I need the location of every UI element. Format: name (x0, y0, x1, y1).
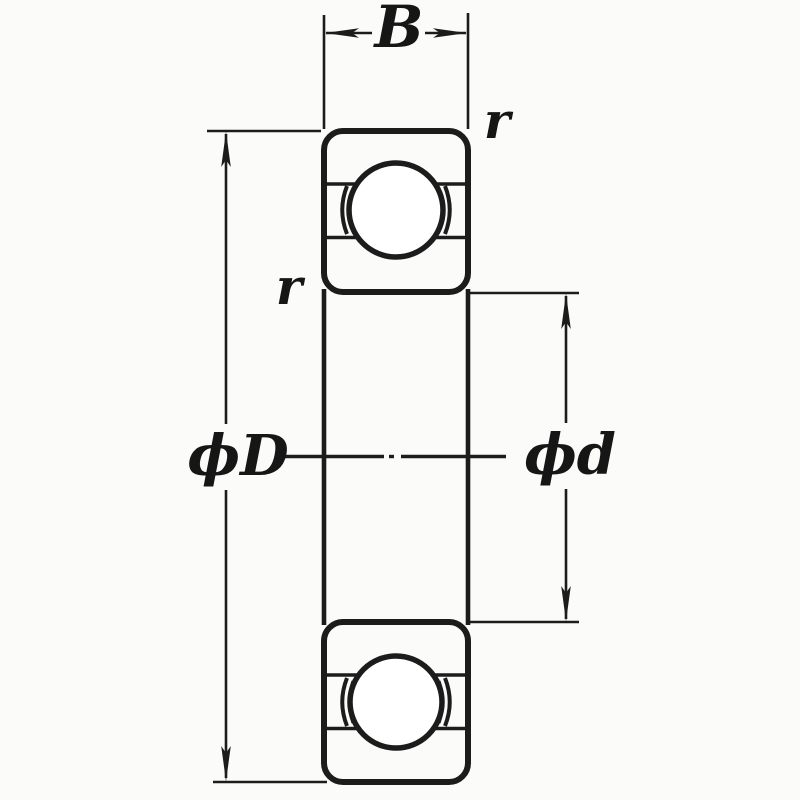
top-race-shoulder-arcs (340, 185, 452, 235)
label-bore-diameter: ϕd (524, 422, 616, 488)
dimension-bore-diameter: ϕd (470, 291, 616, 624)
shoulder-arc (347, 680, 355, 724)
arrowhead-up (561, 293, 571, 329)
label-corner-radius-top-right: r (484, 91, 514, 150)
shoulder-arc (340, 677, 349, 727)
shoulder-arc (437, 188, 445, 232)
dimension-outer-diameter: ϕD (187, 129, 327, 784)
dimension-width-B: B (322, 0, 470, 129)
shoulder-arc (437, 680, 445, 724)
bearing-top-section (321, 128, 471, 295)
bearing-bottom-section (321, 619, 471, 785)
arrowhead-right (433, 28, 467, 38)
top-section-outline (321, 128, 471, 295)
label-outer-diameter: ϕD (187, 423, 289, 489)
arrowhead-down (561, 586, 571, 622)
bearing-body (285, 128, 506, 785)
label-corner-radius-left: r (276, 257, 306, 316)
bottom-section-outline (321, 619, 471, 785)
ball-top (346, 160, 446, 260)
ball-bottom (347, 653, 445, 751)
arrowhead-down (221, 746, 231, 782)
shoulder-arc (443, 185, 452, 235)
arrowhead-left (325, 28, 359, 38)
shoulder-arc (340, 185, 349, 235)
arrowhead-up (221, 131, 231, 167)
bottom-race-shoulder-arcs (340, 677, 452, 727)
label-width-B: B (372, 0, 423, 61)
shoulder-arc (443, 677, 452, 727)
shoulder-arc (347, 188, 355, 232)
